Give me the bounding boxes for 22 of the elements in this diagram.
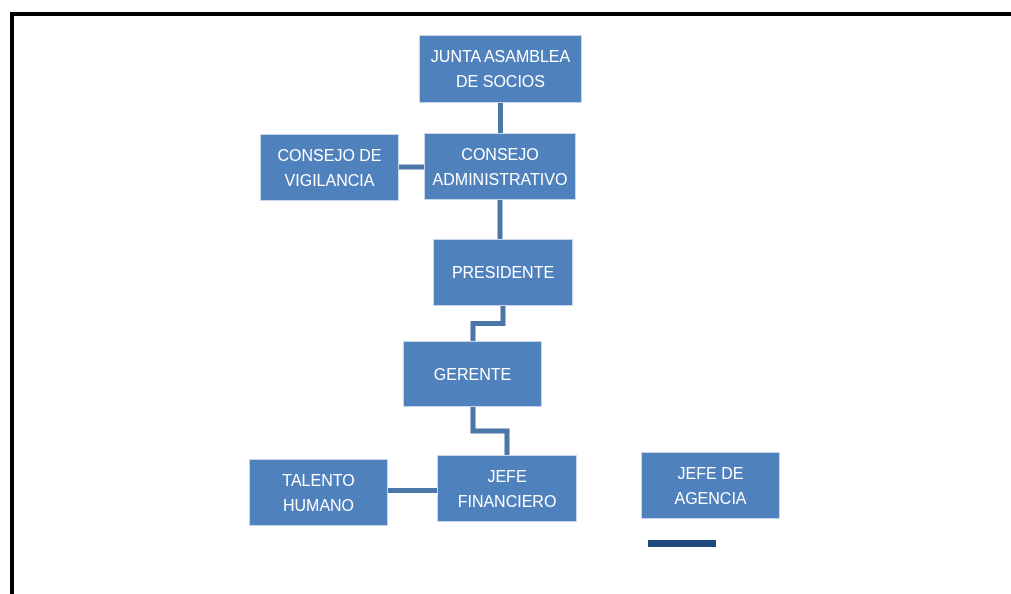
org-box [641, 452, 780, 519]
box-label: JUNTA ASAMBLEA DE SOCIOS [429, 47, 572, 92]
box-label: JEFE FINANCIERO [456, 466, 558, 512]
connector-line [399, 164, 424, 170]
org-box [249, 459, 388, 526]
connector-line [470, 306, 506, 341]
box-label: CONSEJO ADMINISTRATIVO [431, 144, 569, 190]
connector-line [497, 200, 503, 239]
org-box [260, 134, 399, 201]
org-box [437, 455, 577, 522]
box-label: GERENTE [433, 364, 512, 385]
org-box [424, 133, 576, 200]
connector-line [470, 407, 510, 455]
org-box [433, 239, 573, 306]
box-label: TALENTO HUMANO [281, 470, 356, 516]
connector-line [388, 488, 437, 493]
box-label: JEFE DE AGENCIA [673, 463, 748, 509]
connector-line [498, 103, 503, 133]
box-label: CONSEJO DE VIGILANCIA [276, 145, 383, 191]
org-box [419, 35, 582, 103]
org-box [403, 341, 542, 407]
box-label: PRESIDENTE [451, 263, 555, 283]
